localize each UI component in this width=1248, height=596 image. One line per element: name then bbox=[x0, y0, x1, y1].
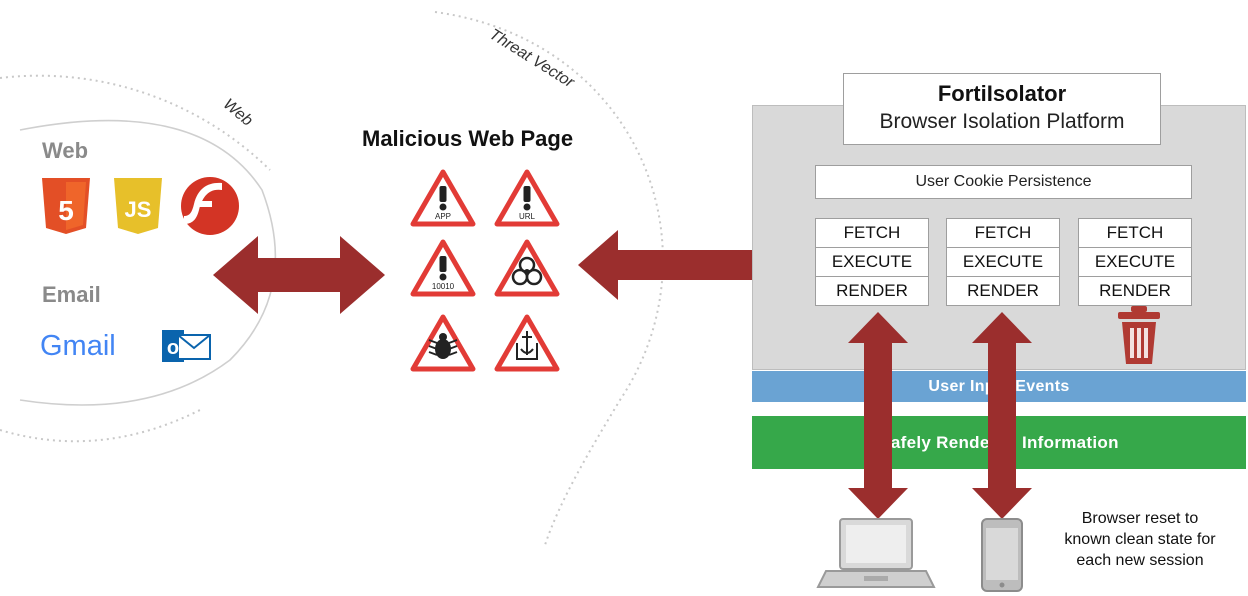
trash-icon bbox=[1118, 306, 1160, 364]
phone-icon bbox=[981, 518, 1023, 592]
web-circle-outer-bottom bbox=[0, 409, 201, 443]
session-stack-3: FETCH EXECUTE RENDER bbox=[1078, 218, 1192, 306]
outlook-label: o bbox=[167, 337, 179, 359]
fetch-label: FETCH bbox=[1079, 219, 1191, 248]
warning-label: 10010 bbox=[432, 282, 455, 291]
trojan-warning-icon bbox=[494, 314, 560, 372]
outlook-icon: o bbox=[162, 330, 211, 362]
url-warning-icon: URL bbox=[494, 169, 560, 227]
platform-subtitle: Browser Isolation Platform bbox=[879, 110, 1125, 133]
laptop-icon bbox=[816, 518, 936, 588]
device-arrow-1 bbox=[848, 312, 908, 519]
warning-label: APP bbox=[435, 212, 451, 221]
page-to-platform-arrow bbox=[578, 230, 800, 300]
execute-label: EXECUTE bbox=[1079, 248, 1191, 277]
flash-icon bbox=[181, 177, 239, 235]
web-heading: Web bbox=[42, 138, 89, 163]
execute-label: EXECUTE bbox=[816, 248, 928, 277]
platform-title: FortiIsolator bbox=[937, 81, 1067, 106]
email-heading: Email bbox=[42, 282, 101, 307]
warning-label: URL bbox=[519, 212, 536, 221]
render-label: RENDER bbox=[836, 281, 908, 300]
bug-warning-icon bbox=[410, 314, 476, 372]
svg-text:5: 5 bbox=[58, 195, 74, 226]
web-to-page-arrow bbox=[213, 236, 385, 314]
device-arrow-2 bbox=[972, 312, 1032, 519]
js-label: JS bbox=[125, 197, 152, 222]
warning-grid: APP URL 10010 bbox=[410, 169, 560, 372]
malicious-page-title: Malicious Web Page bbox=[362, 126, 574, 151]
session-reset-note: Browser reset to known clean state for e… bbox=[1064, 510, 1216, 569]
execute-label: EXECUTE bbox=[947, 248, 1059, 277]
platform-title-box: FortiIsolator Browser Isolation Platform bbox=[843, 73, 1161, 145]
render-label: RENDER bbox=[967, 281, 1039, 300]
session-stack-1: FETCH EXECUTE RENDER bbox=[815, 218, 929, 306]
gmail-icon: Gmail bbox=[40, 330, 116, 362]
gmail-label: Gmail bbox=[40, 330, 116, 362]
fetch-label: FETCH bbox=[816, 219, 928, 248]
cookie-persistence-box: User Cookie Persistence bbox=[815, 165, 1192, 199]
binary-warning-icon: 10010 bbox=[410, 239, 476, 297]
fetch-label: FETCH bbox=[947, 219, 1059, 248]
session-stack-2: FETCH EXECUTE RENDER bbox=[946, 218, 1060, 306]
app-warning-icon: APP bbox=[410, 169, 476, 227]
biohazard-warning-icon bbox=[494, 239, 560, 297]
render-label: RENDER bbox=[1099, 281, 1171, 300]
html5-icon: 5 bbox=[42, 178, 90, 234]
javascript-icon: JS bbox=[114, 178, 162, 234]
